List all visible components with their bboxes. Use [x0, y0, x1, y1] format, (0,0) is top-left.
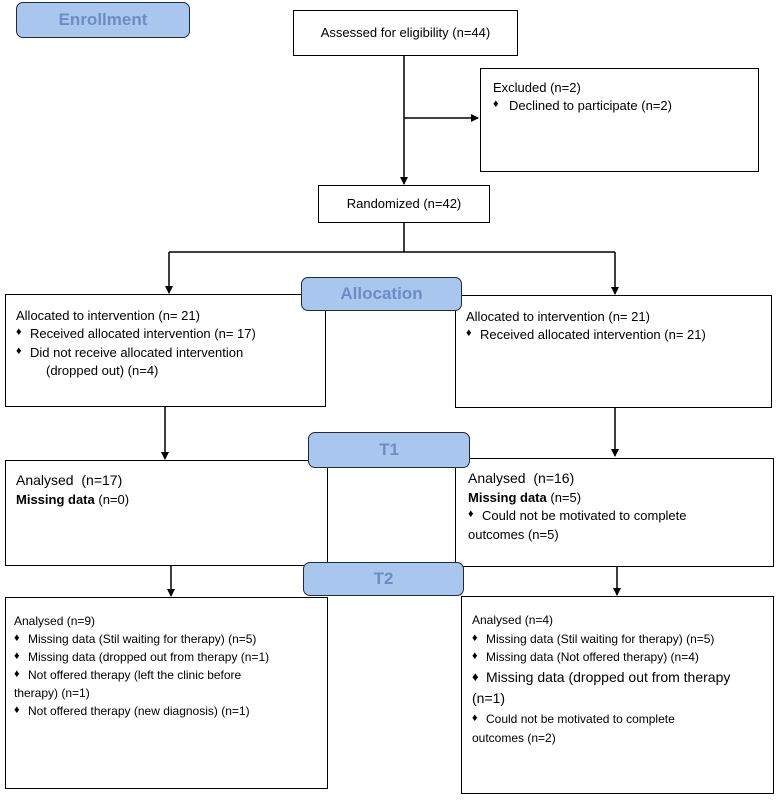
left-allocation-item-not-received-cont: (dropped out) (n=4): [46, 363, 159, 379]
stage-allocation-label: Allocation: [301, 277, 462, 311]
right-t2-item-motivated: ♦ Could not be motivated to complete: [472, 710, 763, 729]
right-t2-item-dropped-out-cont: (n=1): [472, 690, 506, 707]
bullet-diamond-icon: ♦: [466, 327, 472, 340]
bullet-diamond-icon: ♦: [16, 326, 22, 339]
right-t1-missing: Missing data (n=5): [468, 489, 582, 505]
left-t2-analysed: Analysed (n=9): [14, 614, 96, 628]
excluded-box: Excluded (n=2) ♦ Declined to participate…: [480, 68, 759, 172]
bullet-diamond-icon: ♦: [14, 704, 20, 716]
right-t2-box: Analysed (n=4) ♦ Missing data (Stil wait…: [461, 596, 774, 794]
stage-enrollment-label: Enrollment: [16, 2, 190, 38]
left-allocation-item-received: ♦ Received allocated intervention (n= 17…: [16, 325, 315, 343]
excluded-item-text: Declined to participate (n=2): [509, 98, 672, 114]
bullet-diamond-icon: ♦: [472, 712, 478, 725]
bullet-diamond-icon: ♦: [472, 668, 479, 684]
excluded-title: Excluded (n=2): [493, 80, 581, 95]
right-t2-item-motivated-cont: outcomes (n=2): [472, 730, 556, 745]
randomized-text: Randomized (n=42): [346, 195, 462, 211]
left-t2-item-dropped-out: ♦ Missing data (dropped out from therapy…: [14, 650, 270, 664]
left-t1-analysed: Analysed (n=17): [16, 472, 123, 488]
right-t2-item-dropped-out: ♦ Missing data (dropped out from therapy: [472, 667, 763, 689]
bullet-diamond-icon: ♦: [16, 344, 22, 357]
bullet-diamond-icon: ♦: [493, 98, 499, 111]
left-allocation-box: Allocated to intervention (n= 21) ♦ Rece…: [5, 294, 326, 407]
right-t1-item-motivated-cont: outcomes (n=5): [468, 526, 559, 542]
bullet-diamond-icon: ♦: [472, 650, 478, 663]
excluded-item: ♦ Declined to participate (n=2): [493, 97, 746, 115]
assessed-box: Assessed for eligibility (n=44): [293, 10, 518, 56]
right-t2-item-waiting: ♦ Missing data (Stil waiting for therapy…: [472, 630, 763, 649]
left-t2-item-left-clinic-cont: therapy) (n=1): [14, 686, 90, 700]
right-t1-item-motivated: ♦ Could not be motivated to complete: [468, 507, 761, 525]
randomized-box: Randomized (n=42): [318, 185, 490, 223]
stage-t2-label: T2: [303, 562, 464, 596]
bullet-diamond-icon: ♦: [472, 631, 478, 644]
stage-t1-label: T1: [308, 432, 470, 468]
left-allocation-title: Allocated to intervention (n= 21): [16, 308, 200, 323]
right-allocation-box: Allocated to intervention (n= 21) ♦ Rece…: [455, 295, 772, 408]
bullet-diamond-icon: ♦: [468, 508, 474, 521]
left-allocation-item-not-received: ♦ Did not receive allocated intervention: [16, 344, 315, 362]
right-t1-box: Analysed (n=16) Missing data (n=5) ♦ Cou…: [455, 458, 774, 567]
bullet-diamond-icon: ♦: [14, 668, 20, 680]
left-t1-missing: Missing data (n=0): [16, 491, 130, 507]
left-t1-box: Analysed (n=17) Missing data (n=0): [5, 460, 328, 566]
right-t2-analysed: Analysed (n=4): [472, 613, 554, 627]
right-t2-item-not-offered: ♦ Missing data (Not offered therapy) (n=…: [472, 648, 763, 667]
right-t1-analysed: Analysed (n=16): [468, 470, 575, 486]
assessed-text: Assessed for eligibility (n=44): [320, 24, 491, 40]
bullet-diamond-icon: ♦: [14, 650, 20, 662]
left-t2-item-new-diagnosis: ♦ Not offered therapy (new diagnosis) (n…: [14, 704, 250, 718]
right-allocation-title: Allocated to intervention (n= 21): [466, 309, 650, 324]
left-t2-item-waiting: ♦ Missing data (Stil waiting for therapy…: [14, 632, 257, 646]
left-t2-box: Analysed (n=9) ♦ Missing data (Stil wait…: [5, 597, 328, 789]
left-t2-item-left-clinic: ♦ Not offered therapy (left the clinic b…: [14, 668, 242, 682]
right-allocation-item-received: ♦ Received allocated intervention (n= 21…: [466, 326, 761, 344]
bullet-diamond-icon: ♦: [14, 632, 20, 644]
